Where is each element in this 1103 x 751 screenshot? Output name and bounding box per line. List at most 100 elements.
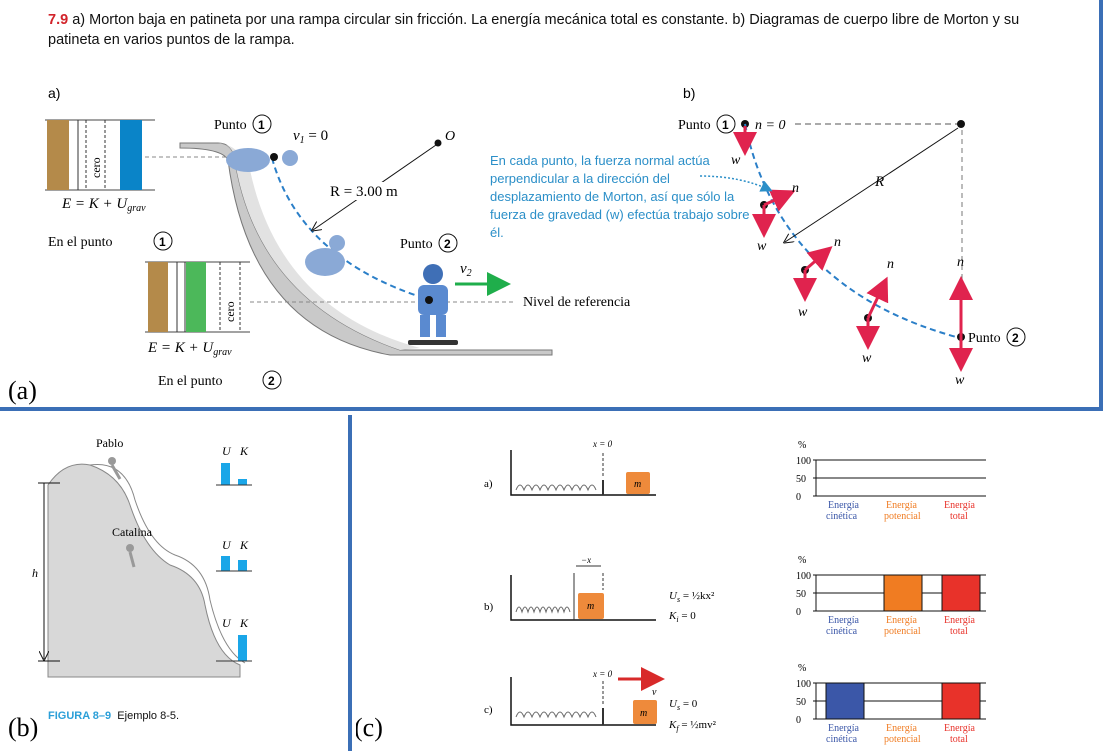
svg-text:K: K bbox=[239, 538, 249, 552]
svg-text:m: m bbox=[587, 601, 594, 612]
fbd-r-label: R bbox=[874, 174, 884, 190]
n-label-2: n bbox=[792, 181, 799, 196]
bar-potential bbox=[883, 574, 923, 612]
tick-label: 50 bbox=[796, 697, 806, 708]
n-label-3: n bbox=[834, 235, 841, 250]
category-label: Energía bbox=[886, 500, 917, 511]
zero-label: cero bbox=[89, 157, 103, 178]
hill bbox=[47, 463, 241, 678]
svg-text:x = 0: x = 0 bbox=[592, 439, 613, 449]
tick-label: 0 bbox=[796, 607, 801, 618]
svg-text:U: U bbox=[222, 616, 232, 630]
tick-label: 0 bbox=[796, 715, 801, 726]
kinetic-bar bbox=[47, 120, 69, 190]
fbd-radius-arrow bbox=[785, 127, 959, 242]
point-label-2: Punto bbox=[400, 237, 433, 252]
skate-ramp-diagram: a) b) cero E = K + Ugrav En el punto 1 bbox=[45, 85, 1026, 390]
panel-tag-b: (b) bbox=[8, 713, 39, 742]
category-label: Energía bbox=[944, 615, 975, 626]
eq-ki-zero: Ki = 0 bbox=[668, 610, 696, 624]
category-label: total bbox=[950, 511, 968, 522]
sub-label-a: a) bbox=[48, 85, 60, 101]
tick-label: 100 bbox=[796, 571, 811, 582]
radius-label: R = 3.00 m bbox=[330, 184, 398, 200]
eq-kf-mv: Kf = ½mv² bbox=[668, 719, 717, 733]
panel-b: h Pablo Catalina U K U K U K FIGURA 8–9 bbox=[0, 415, 352, 751]
skater-point-1 bbox=[226, 148, 298, 172]
svg-text:−x: −x bbox=[581, 555, 591, 565]
fbd-point-2-label: Punto bbox=[968, 331, 1001, 346]
tick-label: 100 bbox=[796, 679, 811, 690]
category-label: Energía bbox=[886, 615, 917, 626]
spring-row-b: b) −x m Us = ½kx² Ki = 0 bbox=[484, 555, 715, 624]
w-label-2: w bbox=[757, 239, 767, 254]
figure-label: FIGURA 8–9 bbox=[48, 710, 112, 722]
tick-label: 50 bbox=[796, 474, 806, 485]
category-label: Energía bbox=[886, 723, 917, 734]
n-label-4: n bbox=[887, 257, 894, 272]
catalina-figure bbox=[126, 544, 136, 568]
n-label-5: n bbox=[957, 255, 964, 270]
energy-bars-point-2: cero bbox=[145, 261, 250, 333]
percent-label: % bbox=[798, 440, 806, 451]
v2-label: v2 bbox=[460, 261, 472, 279]
w-label-1: w bbox=[731, 153, 741, 168]
point-label-1: Punto bbox=[214, 118, 247, 133]
category-label: total bbox=[950, 626, 968, 637]
uk-bars-catalina: U K bbox=[216, 538, 252, 572]
catalina-label: Catalina bbox=[112, 525, 153, 539]
energy-eq-1: E = K + Ugrav bbox=[61, 196, 146, 214]
category-label: potencial bbox=[884, 626, 921, 637]
trajectory bbox=[271, 157, 431, 301]
tick-label: 100 bbox=[796, 456, 811, 467]
category-label: cinética bbox=[826, 626, 858, 637]
n-zero-label: n = 0 bbox=[755, 118, 785, 133]
height-label: h bbox=[32, 566, 38, 580]
tick-label: 0 bbox=[796, 492, 801, 503]
center-o-label: O bbox=[445, 129, 455, 144]
category-label: cinética bbox=[826, 734, 858, 745]
kinetic-bar-2 bbox=[148, 262, 168, 332]
skater-middle bbox=[305, 235, 345, 276]
svg-text:b): b) bbox=[484, 601, 494, 613]
fbd-trajectory bbox=[744, 123, 961, 339]
caption-text-a: a) Morton baja en patineta por una rampa… bbox=[72, 12, 729, 28]
caption-text-b: b) Diagramas de cuerpo libre de Morton y… bbox=[48, 12, 1020, 48]
w-label-3: w bbox=[798, 305, 808, 320]
sub-label-b: b) bbox=[683, 85, 695, 101]
svg-text:K: K bbox=[239, 444, 249, 458]
svg-text:K: K bbox=[239, 616, 249, 630]
panel-c: a) x = 0 m b) −x m Us = ½kx² Ki = 0 c) bbox=[356, 415, 1103, 751]
pablo-label: Pablo bbox=[96, 436, 123, 450]
figure-8-9-caption: FIGURA 8–9 Ejemplo 8-5. bbox=[48, 710, 179, 722]
bar-total bbox=[941, 574, 981, 612]
mass-block bbox=[626, 472, 650, 494]
spring-row-a: a) x = 0 m bbox=[484, 439, 656, 496]
eq-us-zero: Us = 0 bbox=[669, 698, 698, 712]
reference-level-label: Nivel de referencia bbox=[523, 295, 631, 310]
svg-text:x = 0: x = 0 bbox=[592, 669, 613, 679]
eq-us-kx: Us = ½kx² bbox=[669, 590, 715, 604]
category-label: potencial bbox=[884, 734, 921, 745]
figure-text: Ejemplo 8-5. bbox=[117, 710, 180, 722]
panel-tag-a: (a) bbox=[8, 376, 37, 405]
tick-label: 50 bbox=[796, 589, 806, 600]
uk-bars-pablo: U K bbox=[216, 444, 252, 486]
total-bar bbox=[120, 120, 142, 190]
total-bar-2 bbox=[186, 262, 206, 332]
svg-text:U: U bbox=[222, 444, 232, 458]
slide-hill-diagram: h Pablo Catalina U K U K U K bbox=[32, 436, 252, 678]
fbd-point-2-badge: 2 bbox=[1012, 331, 1019, 345]
fbd-point-1-label: Punto bbox=[678, 118, 711, 133]
svg-text:a): a) bbox=[484, 478, 493, 490]
category-label: potencial bbox=[884, 511, 921, 522]
category-label: cinética bbox=[826, 511, 858, 522]
at-point-1-label: En el punto bbox=[48, 235, 113, 250]
normal-force-note: En cada punto, la fuerza normal actúa pe… bbox=[490, 153, 750, 240]
category-label: Energía bbox=[944, 500, 975, 511]
category-label: Energía bbox=[828, 500, 859, 511]
caption-number: 7.9 bbox=[48, 12, 69, 28]
category-label: Energía bbox=[944, 723, 975, 734]
spring-row-c: c) x = 0 m v Us = 0 Kf = ½mv² bbox=[484, 667, 717, 733]
category-label: Energía bbox=[828, 723, 859, 734]
